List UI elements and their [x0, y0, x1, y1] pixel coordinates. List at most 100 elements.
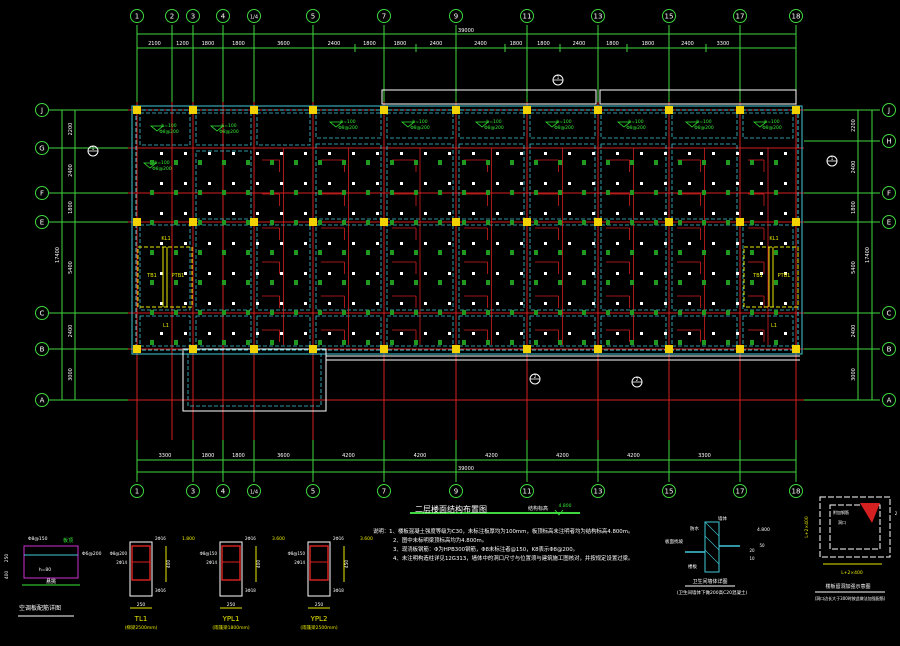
text-marker [160, 332, 163, 335]
rebar-marker [726, 160, 730, 165]
slab-thickness-tag: h=100 [696, 119, 711, 125]
dim-text-top: 3600 [277, 41, 290, 47]
rebar-marker [606, 220, 610, 225]
axis-bubble-bottom: 7 [382, 488, 386, 496]
axis-bubble-bottom-circle [377, 484, 391, 498]
rebar-marker [510, 280, 514, 285]
aircon-top-bar: Φ8@150 [28, 536, 48, 542]
rebar-marker [366, 280, 370, 285]
elevation-label: 结构标高 [528, 506, 549, 512]
opening-title: 楼板留洞加强示意图 [825, 583, 870, 590]
axis-bubble-right: H [886, 138, 891, 146]
text-marker [640, 242, 643, 245]
text-marker [280, 332, 283, 335]
rebar-marker [318, 340, 322, 345]
beam-mid-label: 2Φ14 [294, 560, 305, 565]
opening-subtitle: (洞口边长大于300时按此做法加强配筋) [815, 595, 886, 601]
beam-stirrup [221, 545, 241, 581]
rebar-marker [150, 220, 154, 225]
opening-inner [829, 504, 881, 550]
column [523, 218, 531, 226]
text-marker [400, 182, 403, 185]
wall-label-2: 板面找坡 [665, 538, 683, 545]
opening-hatch [860, 503, 880, 523]
dim-text-top: 1200 [176, 41, 189, 47]
axis-bubble-bottom: 1/4 [250, 490, 258, 496]
slab-rebar-tag: Φ8@200 [694, 125, 714, 131]
beam-mid-label: 2Φ14 [206, 560, 217, 565]
slab-panel [529, 143, 596, 220]
rebar-marker [774, 220, 778, 225]
rebar-marker [630, 160, 634, 165]
rebar-marker [150, 190, 154, 195]
dim-text-top: 1800 [232, 41, 245, 47]
axis-bubble-top: 1/4 [250, 15, 258, 21]
text-marker [520, 272, 523, 275]
text-marker [616, 332, 619, 335]
text-marker [784, 332, 787, 335]
beam-top-bar: 2Φ16 [333, 536, 344, 541]
text-marker [544, 152, 547, 155]
beam-name: TL1 [134, 615, 148, 623]
text-marker [520, 242, 523, 245]
rebar-marker [438, 250, 442, 255]
axis-bubble-bottom: 1 [135, 488, 139, 496]
rebar-marker [198, 250, 202, 255]
text-marker [208, 302, 211, 305]
text-marker [496, 272, 499, 275]
axis-bubble-left-circle [35, 306, 49, 320]
text-marker [352, 302, 355, 305]
text-marker [208, 152, 211, 155]
axis-bubble-top-circle [130, 9, 144, 23]
stair-label: PTB1 [172, 273, 185, 279]
rebar-marker [222, 340, 226, 345]
rebar-marker [462, 280, 466, 285]
slab-thickness-tag: h=100 [556, 119, 571, 125]
rebar-marker [414, 340, 418, 345]
axis-bubble-right-circle [882, 342, 896, 356]
axis-bubble-left-circle [35, 141, 49, 155]
text-marker [184, 332, 187, 335]
rebar-marker [630, 340, 634, 345]
axis-bubble-top-circle [662, 9, 676, 23]
rebar-marker [318, 310, 322, 315]
rebar-marker [486, 280, 490, 285]
wall-outline [704, 521, 720, 573]
text-marker [352, 242, 355, 245]
axis-bubble-bottom: 18 [792, 488, 801, 496]
text-marker [352, 182, 355, 185]
rebar-marker [270, 280, 274, 285]
text-marker [400, 152, 403, 155]
slab-panel [600, 143, 667, 220]
text-marker [640, 212, 643, 215]
axis-bubble-bottom: 15 [665, 488, 674, 496]
beam-height: 400 [256, 560, 262, 569]
rebar-marker [438, 310, 442, 315]
text-marker [760, 212, 763, 215]
text-marker [304, 182, 307, 185]
axis-bubble-left-circle [35, 103, 49, 117]
beam-bottom-bar: 3Φ18 [333, 588, 344, 593]
rebar-marker [222, 190, 226, 195]
text-marker [736, 242, 739, 245]
rebar-marker [222, 220, 226, 225]
aircon-slab-outline [23, 545, 79, 579]
text-marker [616, 152, 619, 155]
top-bay-wall-2 [599, 89, 797, 105]
column [380, 218, 388, 226]
text-marker [448, 212, 451, 215]
beam-name: YPL2 [310, 615, 328, 623]
rebar-marker [246, 310, 250, 315]
axis-bubble-top-circle [789, 9, 803, 23]
column [792, 218, 800, 226]
dim-total-right: 17400 [865, 247, 871, 263]
slab-rebar-tag: Φ8@200 [554, 125, 574, 131]
axis-bubble-bottom-circle [247, 484, 261, 498]
rebar-marker [702, 340, 706, 345]
opening-side: 2 [895, 511, 898, 516]
text-marker [160, 272, 163, 275]
aircon-dim-2: 400 [4, 571, 10, 580]
dim-text-top: 1800 [537, 41, 550, 47]
text-marker [280, 242, 283, 245]
